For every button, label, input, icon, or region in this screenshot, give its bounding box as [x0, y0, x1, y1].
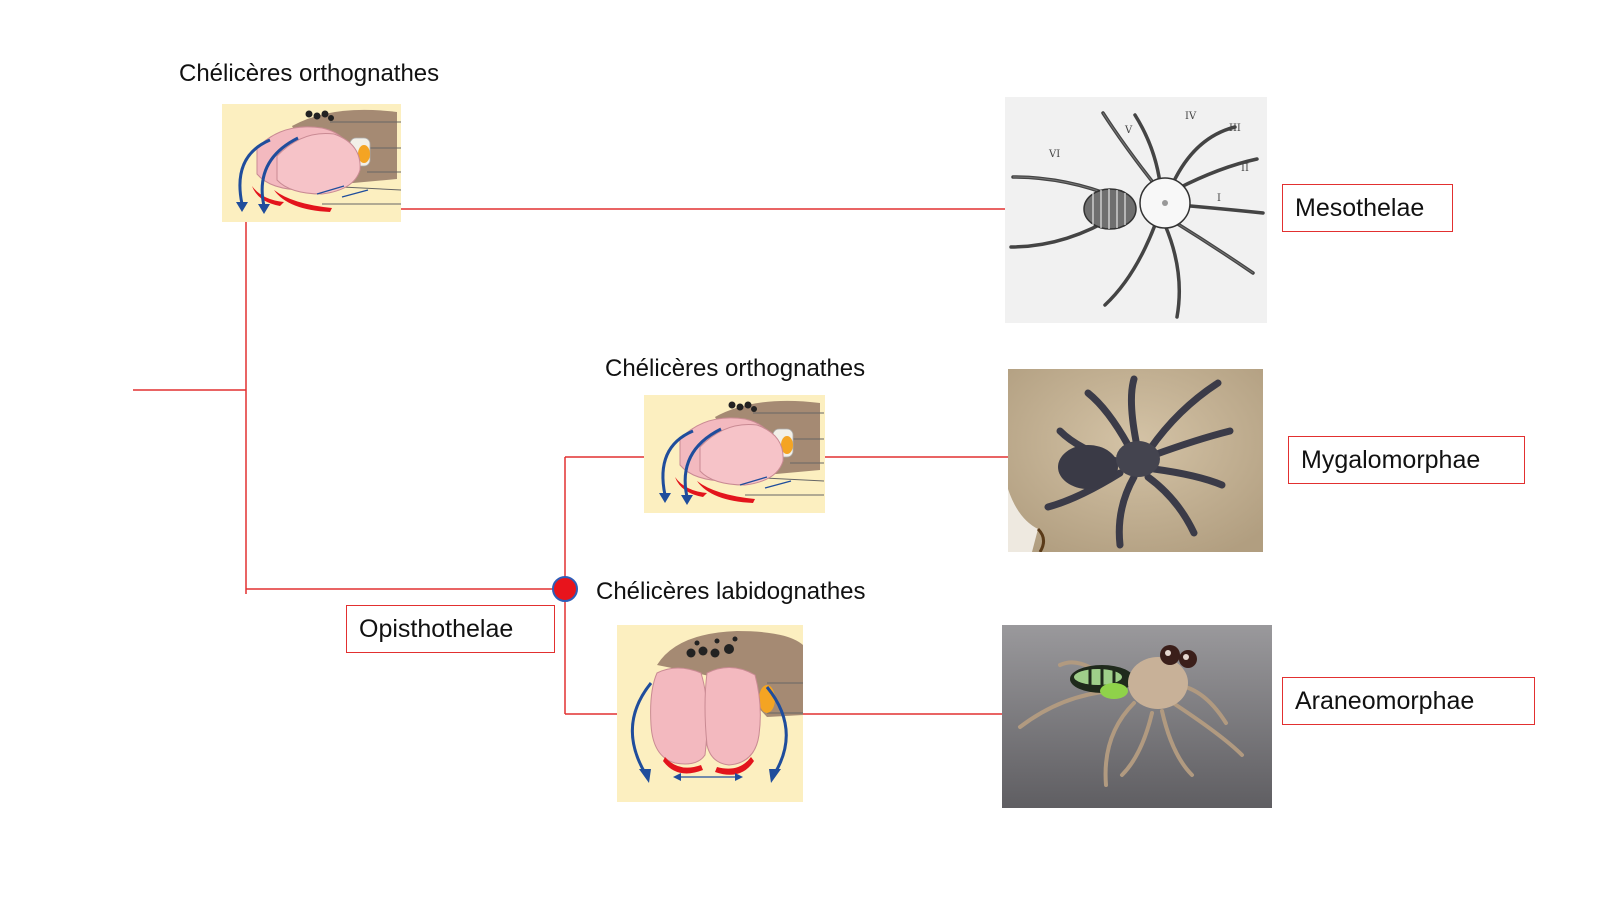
left-chelicera-icon: [650, 667, 708, 765]
movement-arrow-icon: [630, 682, 653, 774]
orthognath-chelicera-image-mid: [644, 395, 825, 513]
fang-icon: [663, 757, 703, 774]
leg-numeral-6: VI: [1048, 149, 1060, 160]
fang-icon: [252, 186, 284, 206]
cephalothorax-shape: [1128, 657, 1188, 709]
taxon-box-araneomorphae: Araneomorphae: [1282, 677, 1535, 725]
movement-arrow-icon: [661, 429, 694, 496]
taxon-box-opisthothelae: Opisthothelae: [346, 605, 555, 653]
leg-numeral-3: III: [1229, 123, 1241, 134]
leg-numeral-2: II: [1241, 163, 1249, 174]
leg-numeral-5: V: [1124, 125, 1133, 136]
mid-chelicerae-label: Chélicères orthognathes: [605, 355, 866, 382]
labidognath-chelicera-image: [617, 625, 803, 802]
mygalomorphae-image: [1008, 369, 1263, 552]
leg-numeral-4: IV: [1185, 111, 1197, 122]
abdomen-shape: [1083, 188, 1137, 230]
leg-numeral-1: I: [1217, 193, 1221, 204]
mesothelae-image: I II III IV V VI: [1005, 97, 1267, 323]
right-chelicera-icon: [704, 667, 761, 766]
eye-icon: [728, 401, 736, 409]
eye-icon: [305, 110, 313, 118]
taxon-box-mygalomorphae: Mygalomorphae: [1288, 436, 1525, 484]
low-chelicerae-label: Chélicères labidognathes: [596, 578, 866, 605]
cephalothorax-shape: [1116, 441, 1160, 477]
fang-icon: [675, 477, 707, 497]
orthognath-chelicera-image-top: [222, 104, 401, 222]
araneomorphae-image: [1002, 625, 1272, 808]
opisthothelae-node: [552, 576, 578, 602]
top-chelicerae-label: Chélicères orthognathes: [179, 60, 440, 87]
abdomen-shape: [1058, 445, 1118, 489]
eye-icon: [686, 648, 696, 658]
movement-arrow-icon: [238, 138, 271, 205]
taxon-box-mesothelae: Mesothelae: [1282, 184, 1453, 232]
